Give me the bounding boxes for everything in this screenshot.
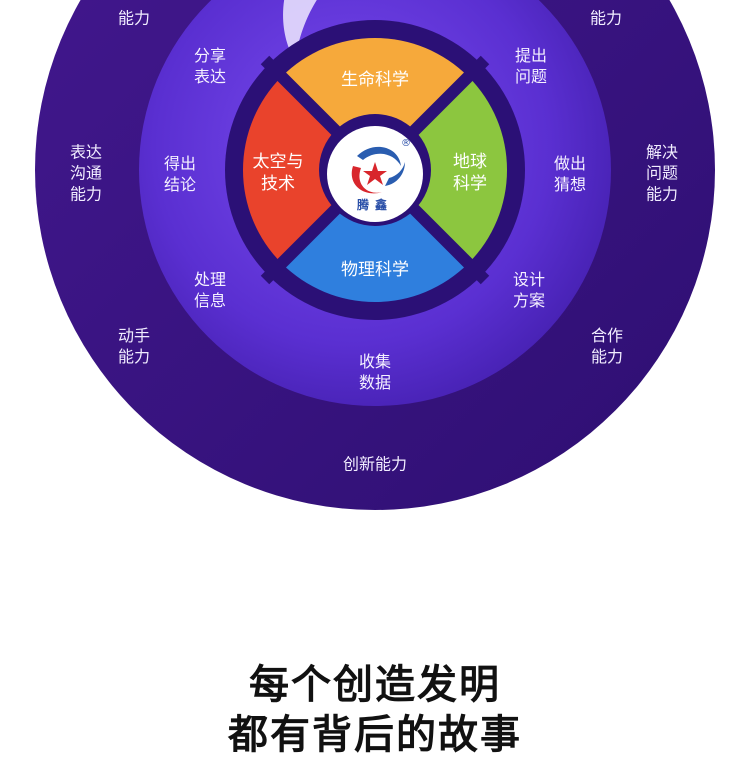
logo-text: 腾鑫 [356, 198, 393, 212]
label-physical-science: 物理科学 [341, 260, 409, 280]
label-space-technology: 太空与 技术 [252, 152, 304, 194]
headline-line-1: 每个创造发明 [249, 662, 501, 708]
registered-mark: ® [401, 138, 411, 149]
label-share-express: 分享 表达 [193, 46, 227, 86]
center-logo: ® 腾鑫 [327, 126, 423, 222]
label-collect-data: 收集 数据 [358, 352, 392, 392]
headline-line-2: 都有背后的故事 [228, 712, 522, 758]
swoosh-highlight [283, 0, 317, 60]
label-design-plan: 设计 方案 [512, 270, 546, 310]
label-process-info: 处理 信息 [193, 270, 227, 310]
label-hands-on: 动手 能力 [117, 326, 151, 366]
label-outer-top-left: 能力 [117, 8, 151, 28]
label-raise-question: 提出 问题 [514, 46, 548, 86]
label-cooperation: 合作 能力 [590, 326, 624, 366]
label-earth-science: 地球 科学 [453, 152, 487, 194]
label-innovation: 创新能力 [342, 454, 408, 474]
label-solve-problems: 解决 问题 能力 [645, 142, 679, 204]
label-draw-conclusion: 得出 结论 [163, 154, 197, 194]
label-outer-top-right: 能力 [589, 8, 623, 28]
label-life-science: 生命科学 [341, 70, 409, 90]
label-hypothesize: 做出 猜想 [553, 154, 587, 194]
star-crescent-logo-icon [351, 146, 405, 194]
label-express-communicate: 表达 沟通 能力 [69, 142, 103, 204]
